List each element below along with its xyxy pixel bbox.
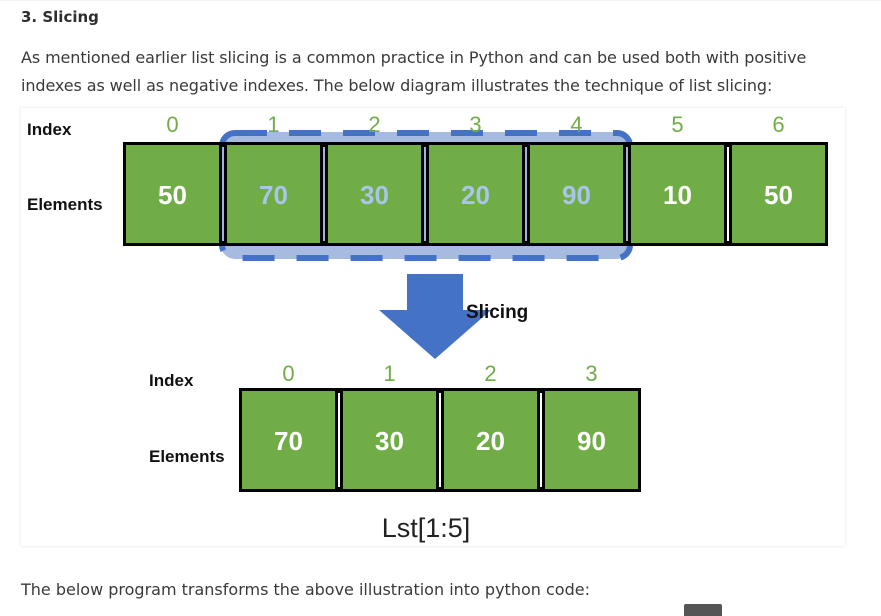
top-cell (427, 143, 524, 245)
top-value: 50 (158, 180, 187, 210)
top-index: 0 (166, 112, 178, 137)
bottom-index: 1 (383, 361, 395, 386)
bottom-index-label: Index (149, 371, 194, 390)
top-index: 2 (368, 112, 380, 137)
top-divider (0, 0, 881, 1)
top-separator (626, 147, 628, 241)
bottom-cell (240, 389, 337, 491)
top-value: 10 (663, 180, 692, 210)
bottom-row: 70 0 30 1 20 2 90 3 (239, 361, 641, 492)
top-value: 50 (764, 180, 793, 210)
slice-caption: Lst[1:5] (382, 513, 471, 543)
top-cell (629, 143, 726, 245)
top-value: 20 (461, 180, 490, 210)
top-separator (222, 147, 224, 241)
bottom-index: 2 (484, 361, 496, 386)
top-elements-label: Elements (27, 195, 103, 214)
slicing-label: Slicing (466, 302, 528, 323)
top-index: 6 (772, 112, 784, 137)
top-cell (730, 143, 827, 245)
top-cell (326, 143, 423, 245)
top-index: 1 (267, 112, 279, 137)
bottom-separator (540, 393, 542, 487)
top-separator (424, 147, 426, 241)
top-separator (727, 147, 729, 241)
top-cell (528, 143, 625, 245)
top-value: 70 (259, 180, 288, 210)
top-index: 5 (671, 112, 683, 137)
bottom-separator (439, 393, 441, 487)
intro-paragraph: As mentioned earlier list slicing is a c… (21, 48, 807, 95)
bottom-cell (543, 389, 640, 491)
bottom-cell (341, 389, 438, 491)
top-value: 30 (360, 180, 389, 210)
top-cell (124, 143, 221, 245)
top-index: 4 (570, 112, 582, 137)
bottom-value: 30 (375, 426, 404, 456)
bottom-index: 3 (585, 361, 597, 386)
bottom-value: 90 (577, 426, 606, 456)
scroll-top-button[interactable] (684, 604, 722, 616)
bottom-value: 20 (476, 426, 505, 456)
top-index-label: Index (27, 120, 72, 139)
footer-text: The below program transforms the above i… (21, 580, 590, 599)
top-index: 3 (469, 112, 481, 137)
section-heading: 3. Slicing (21, 8, 99, 26)
bottom-separator (338, 393, 340, 487)
top-cell (225, 143, 322, 245)
top-separator (525, 147, 527, 241)
bottom-elements-label: Elements (149, 447, 225, 466)
top-value: 90 (562, 180, 591, 210)
down-arrow-icon (379, 274, 491, 359)
bottom-index: 0 (282, 361, 294, 386)
bottom-value: 70 (274, 426, 303, 456)
top-separator (323, 147, 325, 241)
bottom-cell (442, 389, 539, 491)
top-row: 50 0 70 1 30 2 20 3 90 4 10 5 50 6 (123, 112, 828, 246)
